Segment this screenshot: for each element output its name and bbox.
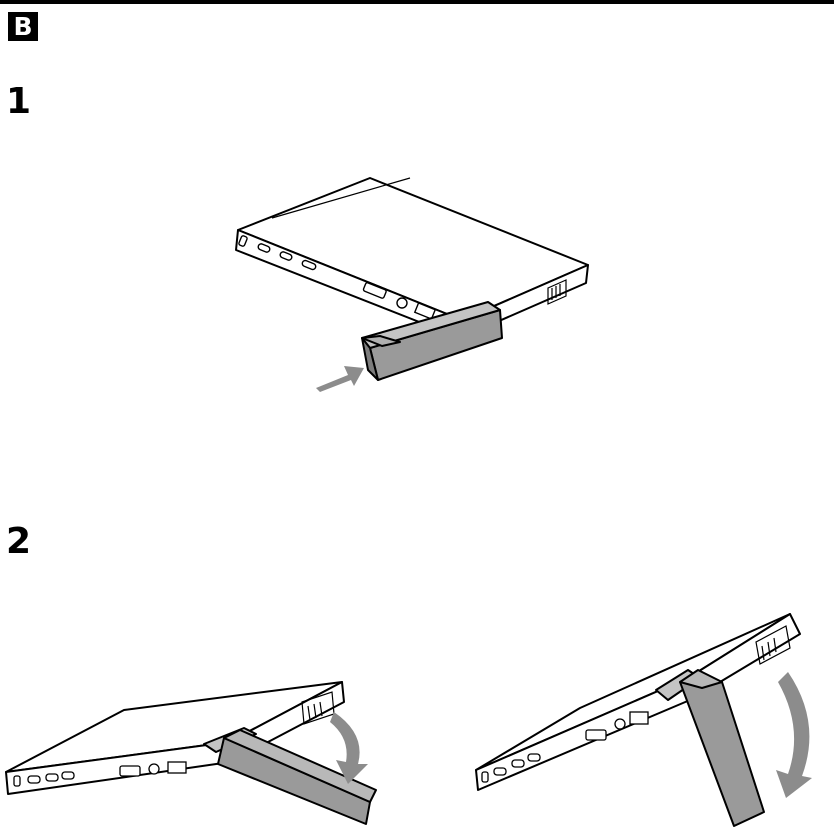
- step1-illustration: [230, 170, 610, 400]
- rotate-arrow-icon-2: [776, 672, 812, 798]
- top-rule: [0, 0, 834, 4]
- step2-right-illustration: [470, 612, 834, 837]
- step-number-2: 2: [6, 524, 31, 560]
- step-number-1: 1: [6, 84, 31, 120]
- section-badge: B: [8, 12, 38, 41]
- step2-left-illustration: [4, 672, 384, 837]
- push-arrow-icon: [316, 366, 364, 392]
